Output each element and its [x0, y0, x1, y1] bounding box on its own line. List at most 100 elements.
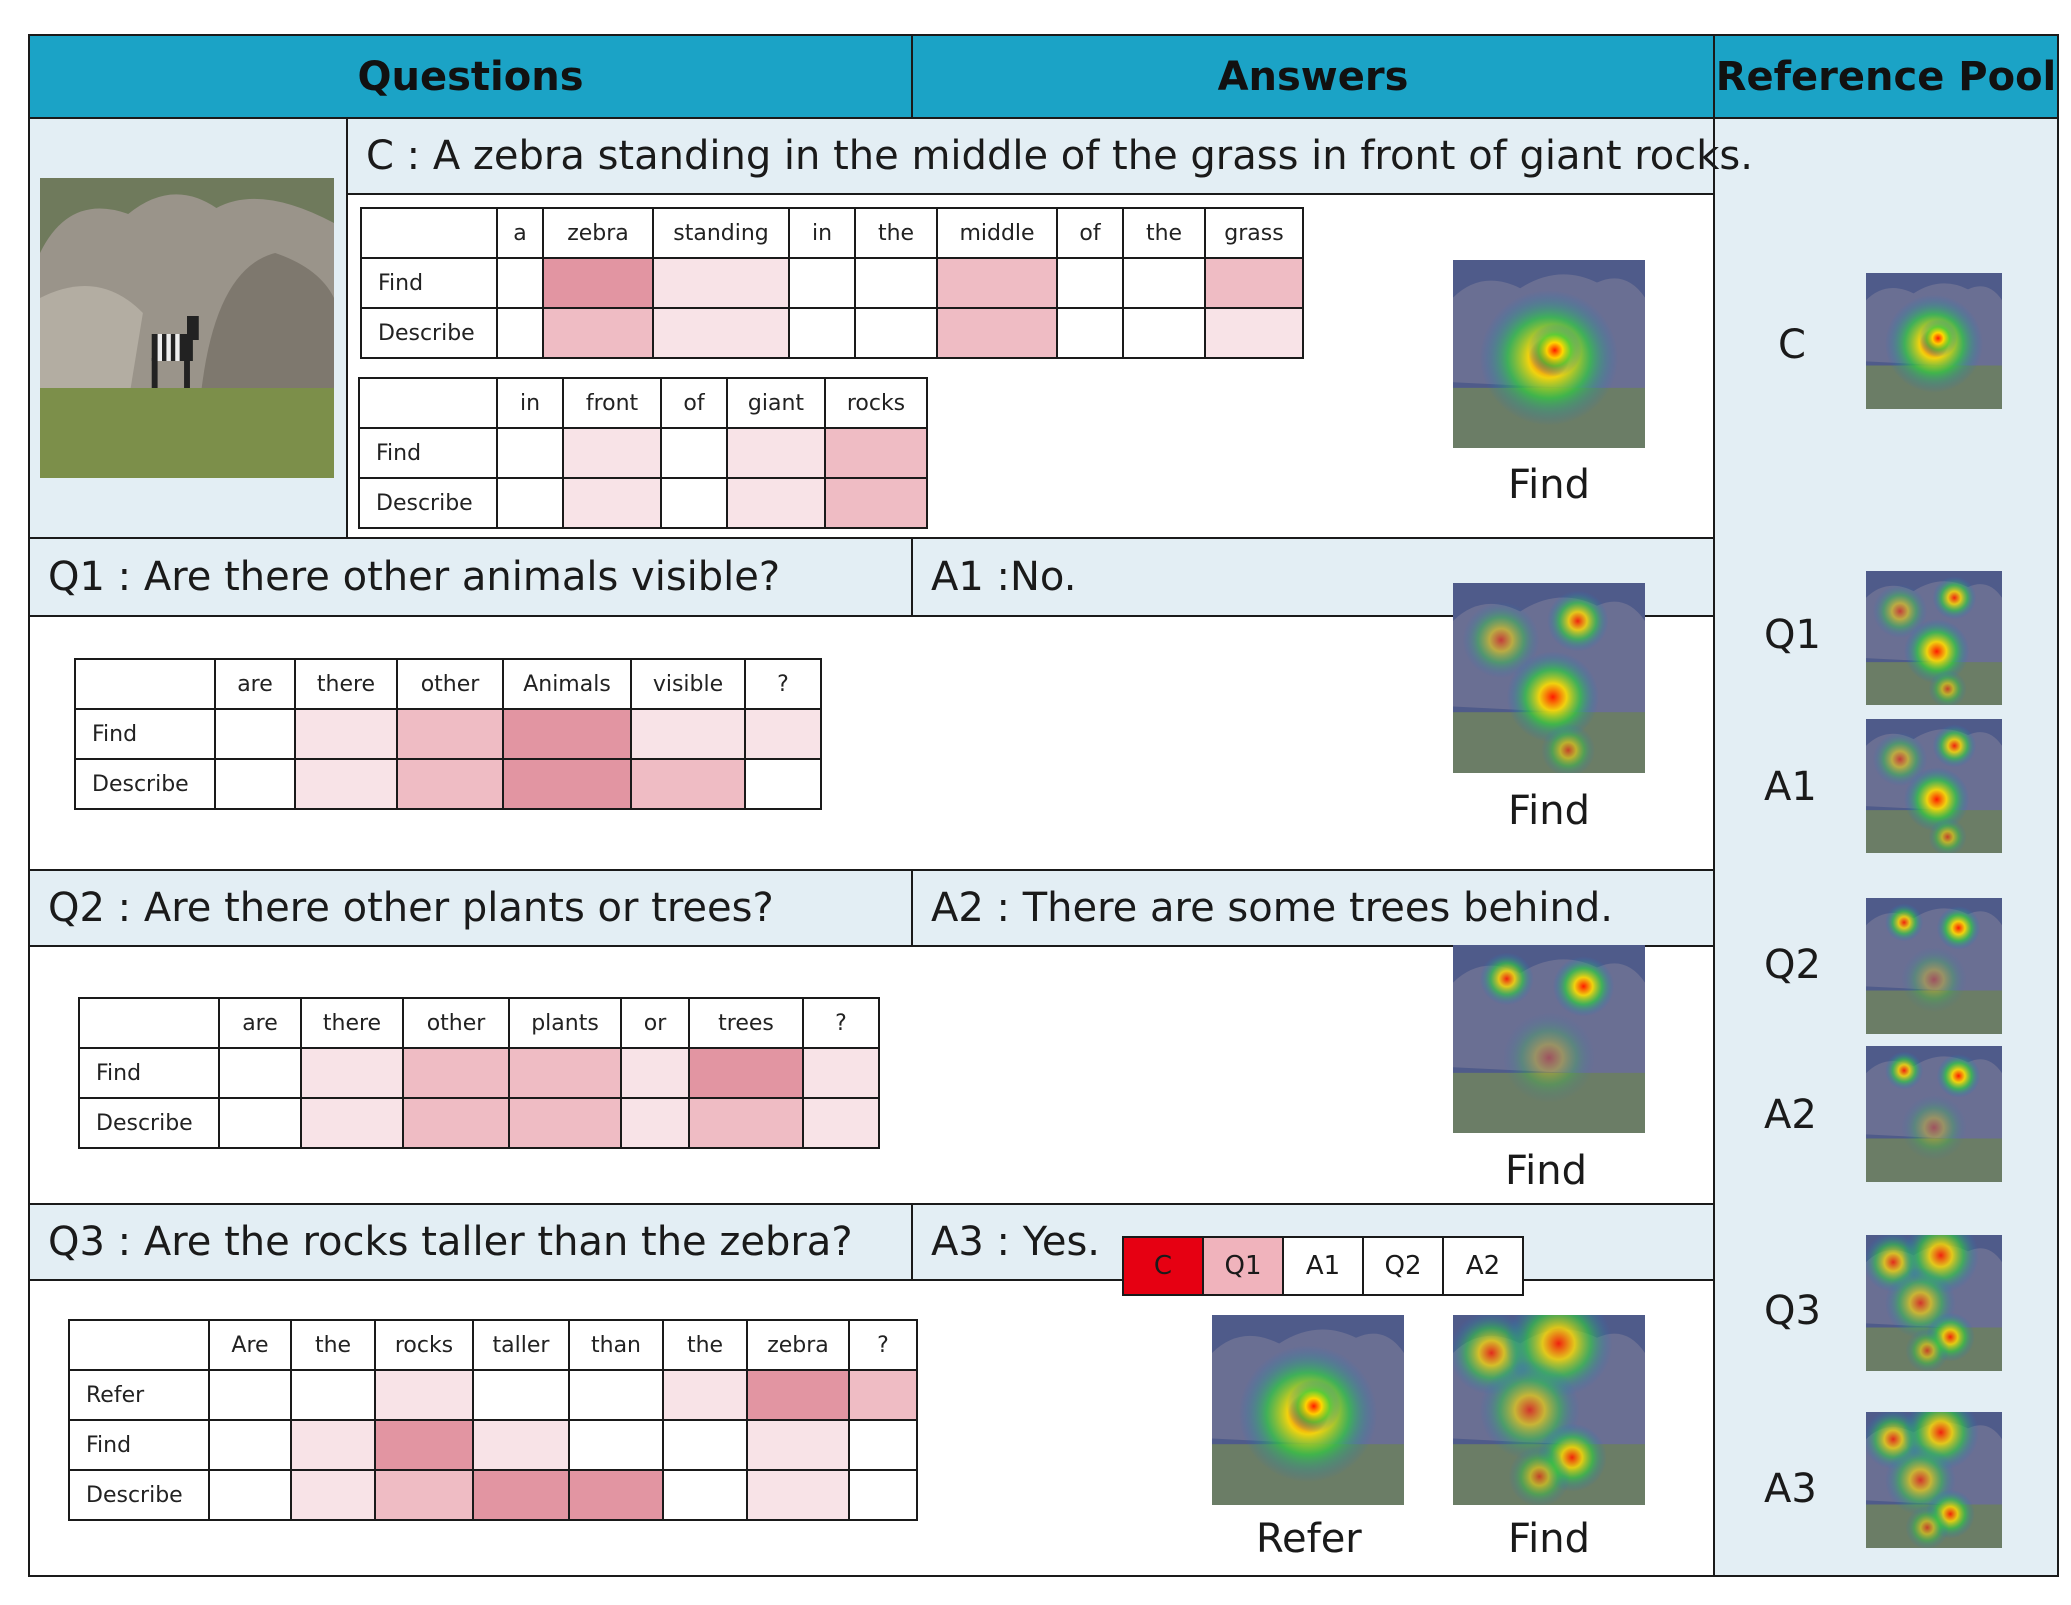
q3-refer-attention-map	[1212, 1315, 1404, 1505]
heat-cell	[746, 1369, 850, 1421]
heat-cell	[1122, 307, 1206, 359]
heat-cell	[542, 307, 654, 359]
q2-find-attention-map	[1453, 945, 1645, 1133]
token-header: trees	[688, 997, 804, 1049]
heat-cell	[562, 477, 662, 529]
heat-cell	[396, 758, 504, 810]
token-header: other	[396, 658, 504, 710]
token-header: Animals	[502, 658, 632, 710]
table-row-refer: Refer	[68, 1369, 918, 1421]
header-questions: Questions	[28, 34, 913, 119]
heat-cell	[214, 758, 296, 810]
heat-cell	[508, 1097, 622, 1149]
heat-cell	[848, 1469, 918, 1521]
token-header: the	[1122, 207, 1206, 259]
heat-cell	[854, 307, 938, 359]
token-header: than	[568, 1319, 664, 1371]
pool-map-c	[1866, 273, 2002, 409]
heat-cell	[208, 1419, 292, 1471]
token-header: other	[402, 997, 510, 1049]
q3-refer-label: Refer	[1256, 1516, 1362, 1562]
pool-map-a2	[1866, 1046, 2002, 1182]
table-row-describe: Describe	[74, 758, 822, 810]
token-header: ?	[848, 1319, 918, 1371]
heat-cell	[1204, 307, 1304, 359]
pool-map-q3	[1866, 1235, 2002, 1371]
heat-cell	[630, 758, 746, 810]
token-header: are	[214, 658, 296, 710]
table-row-find: Find	[358, 427, 928, 479]
zebra-image	[40, 178, 334, 478]
heat-cell	[402, 1047, 510, 1099]
heat-cell	[562, 427, 662, 479]
heat-cell	[290, 1469, 376, 1521]
heat-cell	[744, 708, 822, 760]
heat-cell	[802, 1047, 880, 1099]
heat-cell	[568, 1369, 664, 1421]
heat-cell	[300, 1047, 404, 1099]
heat-cell	[396, 708, 504, 760]
heat-cell	[824, 427, 928, 479]
pool-label-a1: A1	[1764, 764, 1817, 810]
heat-cell	[1204, 257, 1304, 309]
heat-cell	[472, 1369, 570, 1421]
caption-find-label: Find	[1508, 462, 1590, 508]
table-row-find: Find	[68, 1419, 918, 1471]
heat-cell	[374, 1469, 474, 1521]
heat-cell	[746, 1419, 850, 1471]
heat-cell	[652, 257, 790, 309]
heat-cell	[294, 708, 398, 760]
caption-band: C : A zebra standing in the middle of th…	[346, 117, 1753, 195]
reference-chip-q1: Q1	[1202, 1236, 1284, 1296]
heat-cell	[208, 1469, 292, 1521]
pool-label-a2: A2	[1764, 1092, 1817, 1138]
token-header: visible	[630, 658, 746, 710]
token-header: ?	[744, 658, 822, 710]
heat-cell	[472, 1419, 570, 1471]
heat-cell	[290, 1369, 376, 1421]
token-header: middle	[936, 207, 1058, 259]
pool-label-c: C	[1778, 322, 1806, 368]
heat-cell	[300, 1097, 404, 1149]
token-header: Are	[208, 1319, 292, 1371]
heat-cell	[508, 1047, 622, 1099]
heat-cell	[496, 477, 564, 529]
heat-cell	[472, 1469, 570, 1521]
token-header: ?	[802, 997, 880, 1049]
token-header: standing	[652, 207, 790, 259]
caption-find-attention-map	[1453, 260, 1645, 448]
heat-cell	[496, 307, 544, 359]
heat-cell	[502, 708, 632, 760]
token-header: the	[662, 1319, 748, 1371]
heat-cell	[848, 1419, 918, 1471]
heat-cell	[374, 1369, 474, 1421]
pool-map-a3	[1866, 1412, 2002, 1548]
q1-find-attention-map	[1453, 583, 1645, 773]
q3-find-attention-map	[1453, 1315, 1645, 1505]
heat-cell	[290, 1419, 376, 1471]
pool-label-q2: Q2	[1764, 942, 1821, 988]
q3-find-label: Find	[1508, 1516, 1590, 1562]
table-row-describe: Describe	[358, 477, 928, 529]
q2-band: Q2 : Are there other plants or trees?	[28, 869, 913, 947]
token-header: in	[788, 207, 856, 259]
table-row-describe: Describe	[360, 307, 1304, 359]
token-header: are	[218, 997, 302, 1049]
pool-map-a1	[1866, 719, 2002, 853]
header-answers: Answers	[911, 34, 1715, 119]
heat-cell	[496, 427, 564, 479]
heat-cell	[402, 1097, 510, 1149]
heat-cell	[1056, 257, 1124, 309]
q1-find-label: Find	[1508, 788, 1590, 834]
heat-cell	[854, 257, 938, 309]
heat-cell	[688, 1097, 804, 1149]
pool-label-q1: Q1	[1764, 612, 1821, 658]
heat-cell	[620, 1047, 690, 1099]
heat-cell	[662, 1369, 748, 1421]
heat-cell	[660, 477, 728, 529]
